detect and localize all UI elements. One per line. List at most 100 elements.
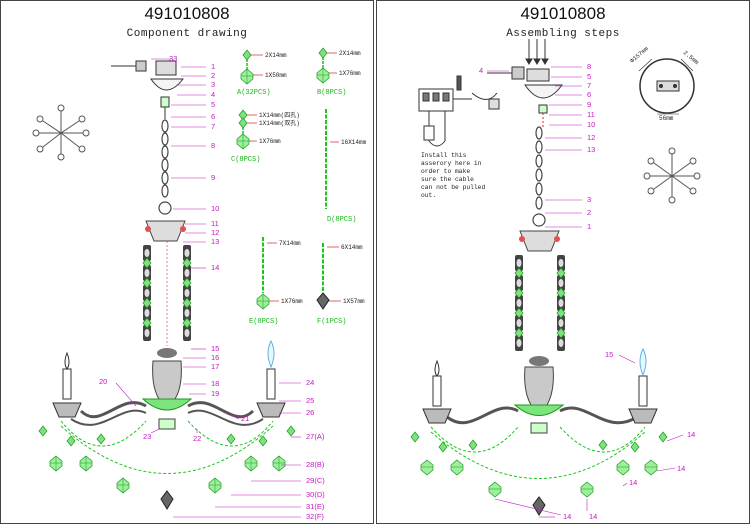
part-c: 1X14mm(四孔) 1X14mm(双孔) 1X76mm C(8PCS) xyxy=(231,109,300,164)
callout-left-23: 23 xyxy=(143,432,151,441)
part-b-label: B(8PCS) xyxy=(317,89,346,97)
install-note-line-6: out. xyxy=(421,192,436,199)
install-note-line-5: can not be pulled xyxy=(421,184,485,191)
arms-right xyxy=(446,406,638,425)
crystal-swags-right xyxy=(430,426,646,479)
callout-right-8: 8 xyxy=(587,62,591,71)
callout-left-15: 15 xyxy=(211,344,219,353)
part-e-dim1: 7X14mm xyxy=(279,240,301,247)
part-b: 2X14mm 1X76mm B(8PCS) xyxy=(316,47,361,97)
callout-right-13: 13 xyxy=(587,145,595,154)
callout-right-12: 12 xyxy=(587,133,595,142)
component-drawing-panel: 491010808 Component drawing xyxy=(0,0,374,524)
callout-left-16: 16 xyxy=(211,353,219,362)
chain-right xyxy=(532,126,546,227)
callout-left-7: 7 xyxy=(211,122,215,131)
part-b-dim2: 1X76mm xyxy=(339,70,361,77)
part-f: 6X14mm 1X57mm F(1PCS) xyxy=(316,243,365,326)
callout-left-28: 28(B) xyxy=(306,460,325,469)
part-a-label: A(32PCS) xyxy=(237,89,271,97)
install-note-line-2: asserory here in xyxy=(421,160,482,167)
part-c-label: C(8PCS) xyxy=(231,156,260,164)
callout-left-8: 8 xyxy=(211,141,215,150)
callout-right-14-d: 14 xyxy=(589,512,597,521)
part-c-dim1: 1X14mm(四孔) xyxy=(259,111,300,119)
chain xyxy=(158,119,172,215)
callout-right-14-e: 14 xyxy=(563,512,571,521)
part-d: 16X14mm D(8PCS) xyxy=(325,109,367,224)
part-c-dim2: 1X14mm(双孔) xyxy=(259,119,300,127)
part-f-dim2: 1X57mm xyxy=(343,298,365,305)
callout-left-10: 10 xyxy=(211,204,219,213)
callout-left-32: 32(F) xyxy=(306,512,324,521)
part-a-dim1: 2X14mm xyxy=(265,52,287,59)
leader-lines xyxy=(115,58,301,518)
callout-left-13: 13 xyxy=(211,237,219,246)
callout-left-21: 21 xyxy=(241,414,249,423)
callout-left-22: 22 xyxy=(193,434,201,443)
insert-arrows xyxy=(525,39,549,65)
part-e-dim2: 1X76mm xyxy=(281,298,303,305)
callout-right-2: 2 xyxy=(587,208,591,217)
callout-left-12: 12 xyxy=(211,228,219,237)
callout-right-11: 11 xyxy=(587,110,595,119)
callout-left-6: 6 xyxy=(211,112,215,121)
callout-right-7: 7 xyxy=(587,81,591,90)
callout-left-20: 20 xyxy=(99,377,107,386)
install-note-line-3: order to make xyxy=(421,168,470,175)
left-title: 491010808 xyxy=(144,4,230,23)
part-e: 7X14mm 1X76mm E(8PCS) xyxy=(249,237,303,326)
part-f-dim1: 6X14mm xyxy=(341,244,363,251)
callout-right-9: 9 xyxy=(587,100,591,109)
part-d-dim1: 16X14mm xyxy=(341,139,367,146)
detail-dim-diameter: Φ157mm xyxy=(629,45,650,65)
callout-left-18: 18 xyxy=(211,379,219,388)
assembly-drawing: Install this asserory here in order to m… xyxy=(410,39,701,521)
callout-left-14: 14 xyxy=(211,263,219,272)
part-a: 2X14mm 1X50mm A(32PCS) xyxy=(237,49,287,97)
callout-right-5: 5 xyxy=(587,72,591,81)
canopy-assembly-right xyxy=(487,66,563,127)
crystal-swags xyxy=(60,420,274,474)
callout-right-10: 10 xyxy=(587,120,595,129)
right-subtitle: Assembling steps xyxy=(506,28,620,40)
callout-left-9: 9 xyxy=(211,173,215,182)
callout-right-14-a: 14 xyxy=(687,430,695,439)
crystal-drops-right xyxy=(410,431,668,516)
callout-right-14-c: 14 xyxy=(629,478,637,487)
canopy-plate-detail: Φ157mm 2.5mm 56mm xyxy=(629,45,701,122)
part-d-label: D(8PCS) xyxy=(327,216,356,224)
detail-dim-thickness: 2.5mm xyxy=(682,49,701,66)
callout-right-3: 3 xyxy=(587,195,591,204)
urn-body xyxy=(141,348,193,430)
callout-left-33: 33 xyxy=(169,54,177,63)
component-drawing: 33 1 2 3 4 5 6 7 8 9 10 11 12 13 14 15 1… xyxy=(32,47,367,521)
callout-left-26: 26 xyxy=(306,408,314,417)
callout-left-25: 25 xyxy=(306,396,314,405)
callout-left-31: 31(E) xyxy=(306,502,325,511)
install-note-line-1: Install this xyxy=(421,152,467,159)
crown-piece xyxy=(145,220,186,242)
star-diagram-right xyxy=(643,147,701,204)
callout-right-15: 15 xyxy=(605,350,613,359)
callout-left-2: 2 xyxy=(211,71,215,80)
callout-left-5: 5 xyxy=(211,100,215,109)
callout-right-6: 6 xyxy=(587,90,591,99)
callout-left-30: 30(D) xyxy=(306,490,325,499)
left-subtitle: Component drawing xyxy=(126,28,248,40)
detail-dim-width: 56mm xyxy=(659,115,674,122)
arms xyxy=(70,401,264,426)
urn-body-right xyxy=(513,356,565,434)
part-a-dim2: 1X50mm xyxy=(265,72,287,79)
side-chains-right xyxy=(514,255,566,351)
leader-lines-right xyxy=(487,66,684,518)
candles xyxy=(52,339,286,418)
crown-piece-right xyxy=(519,230,560,252)
callout-left-1: 1 xyxy=(211,62,215,71)
callout-left-3: 3 xyxy=(211,80,215,89)
part-c-dim3: 1X76mm xyxy=(259,138,281,145)
callout-left-19: 19 xyxy=(211,389,219,398)
install-note-line-4: sure the cable xyxy=(421,176,474,183)
callout-right-1: 1 xyxy=(587,222,591,231)
junction-box-detail xyxy=(418,75,500,147)
